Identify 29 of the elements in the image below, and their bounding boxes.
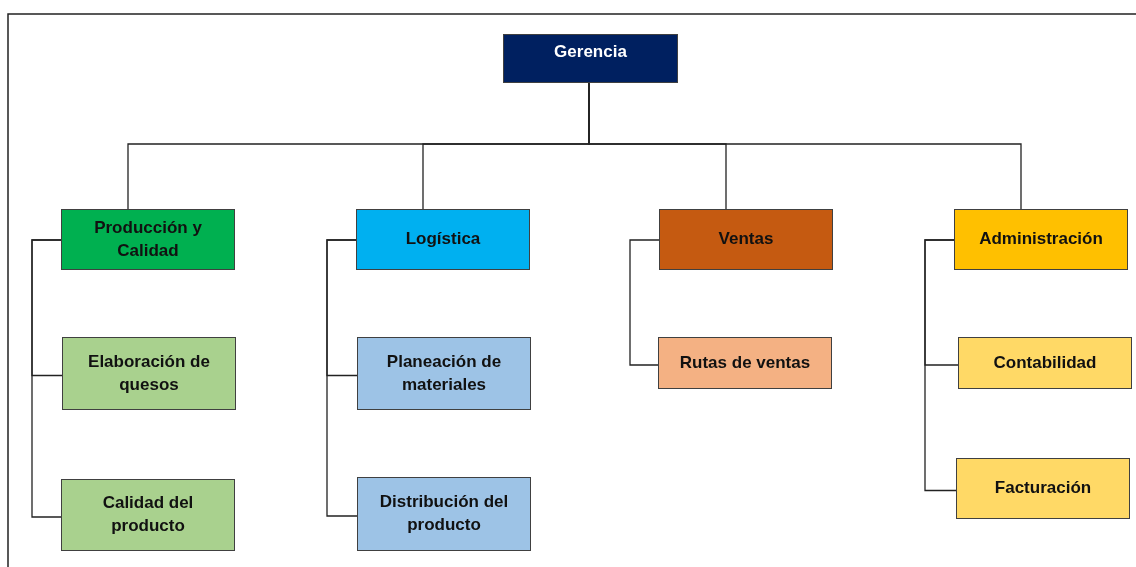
connector-line: [326, 239, 358, 517]
box-label: Calidad del producto: [101, 492, 195, 537]
connector-line: [588, 82, 1022, 210]
department-box: [658, 337, 832, 389]
box-label: Administración: [978, 228, 1104, 251]
department-box: [954, 209, 1128, 270]
box-label: Gerencia: [553, 41, 628, 63]
department-box: [659, 209, 833, 270]
box-label: Ventas: [717, 228, 775, 251]
connector-line: [924, 239, 957, 492]
department-box: [356, 209, 530, 270]
department-box: [956, 458, 1130, 519]
department-box: [61, 479, 235, 551]
department-box: [62, 337, 236, 410]
department-box: [61, 209, 235, 270]
box-label: Logística: [404, 228, 482, 251]
box-label: Rutas de ventas: [678, 351, 812, 374]
box-label: Elaboración de quesos: [87, 350, 211, 396]
connector-line: [31, 239, 62, 518]
department-box: [357, 477, 531, 551]
top-role-box: [503, 34, 678, 83]
box-label: Facturación: [993, 477, 1093, 500]
department-box: [357, 337, 531, 410]
box-label: Planeación de materiales: [385, 350, 503, 396]
department-box: [958, 337, 1132, 389]
connector-line: [629, 239, 660, 366]
box-label: Distribución del producto: [378, 491, 510, 536]
box-label: Contabilidad: [992, 351, 1098, 374]
box-label: Producción y Calidad: [93, 216, 203, 262]
